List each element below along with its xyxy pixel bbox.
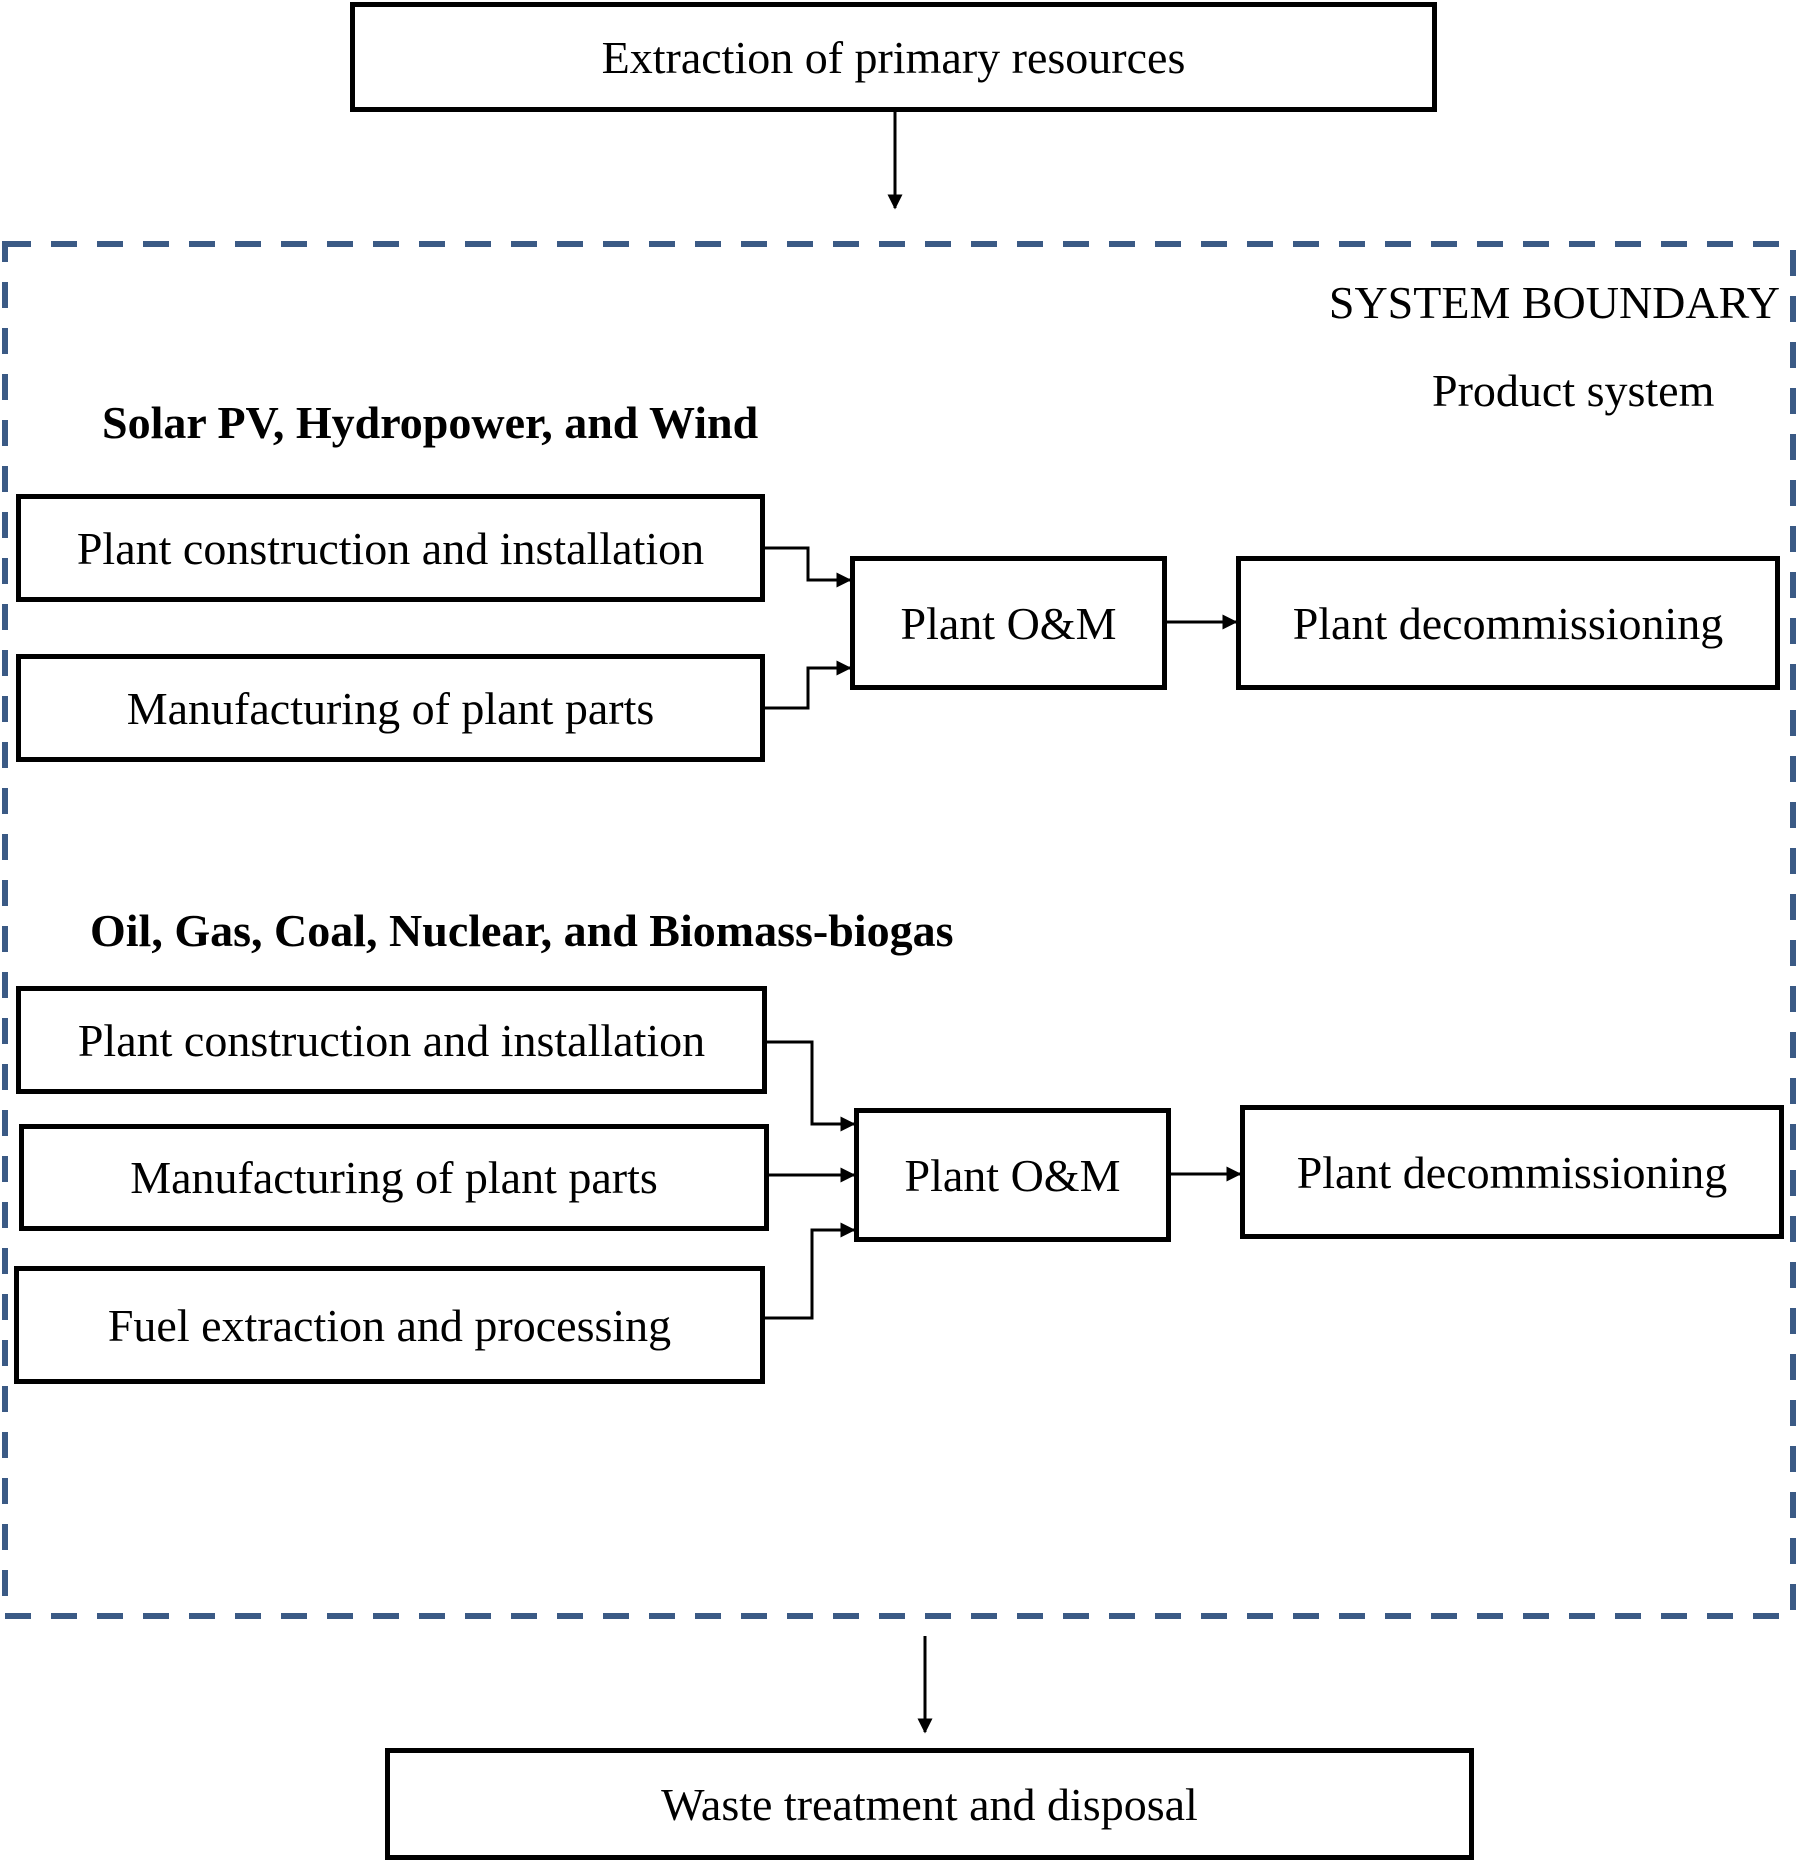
g2-fuel-box: Fuel extraction and processing	[14, 1266, 765, 1384]
g1-construction-label: Plant construction and installation	[76, 522, 705, 574]
group2-heading: Oil, Gas, Coal, Nuclear, and Biomass-bio…	[90, 905, 954, 956]
product-system-label: Product system	[1432, 365, 1715, 416]
g1-manufacturing-box: Manufacturing of plant parts	[16, 654, 765, 762]
system-boundary-title: SYSTEM BOUNDARY	[1328, 277, 1780, 328]
arrow-g1-construction-to-om	[764, 546, 852, 588]
g2-om-label: Plant O&M	[904, 1149, 1121, 1201]
g1-om-box: Plant O&M	[850, 556, 1167, 690]
g1-manufacturing-label: Manufacturing of plant parts	[126, 682, 655, 734]
g2-manufacturing-label: Manufacturing of plant parts	[130, 1152, 658, 1203]
g2-fuel-label: Fuel extraction and processing	[107, 1299, 672, 1351]
waste-box: Waste treatment and disposal	[385, 1748, 1474, 1860]
g1-decom-box: Plant decommissioning	[1236, 556, 1780, 690]
g2-decom-label: Plant decommissioning	[1296, 1146, 1728, 1198]
g1-construction-box: Plant construction and installation	[16, 494, 765, 602]
arrow-g2-fuel-to-om	[764, 1222, 856, 1320]
system-boundary-border	[2, 241, 1796, 1619]
g2-construction-box: Plant construction and installation	[16, 986, 767, 1094]
g2-construction-label: Plant construction and installation	[77, 1014, 706, 1066]
arrow-g1-manufacturing-to-om	[764, 660, 852, 710]
g2-decom-box: Plant decommissioning	[1240, 1105, 1784, 1239]
g2-manufacturing-box: Manufacturing of plant parts	[19, 1124, 769, 1231]
waste-label: Waste treatment and disposal	[661, 1778, 1198, 1830]
group1-heading: Solar PV, Hydropower, and Wind	[102, 397, 759, 448]
extraction-box: Extraction of primary resources	[350, 2, 1437, 112]
arrow-g2-construction-to-om	[766, 1040, 856, 1132]
g1-om-label: Plant O&M	[900, 597, 1117, 649]
g2-om-box: Plant O&M	[854, 1108, 1171, 1242]
g1-decom-label: Plant decommissioning	[1292, 597, 1724, 649]
extraction-label: Extraction of primary resources	[601, 31, 1186, 83]
